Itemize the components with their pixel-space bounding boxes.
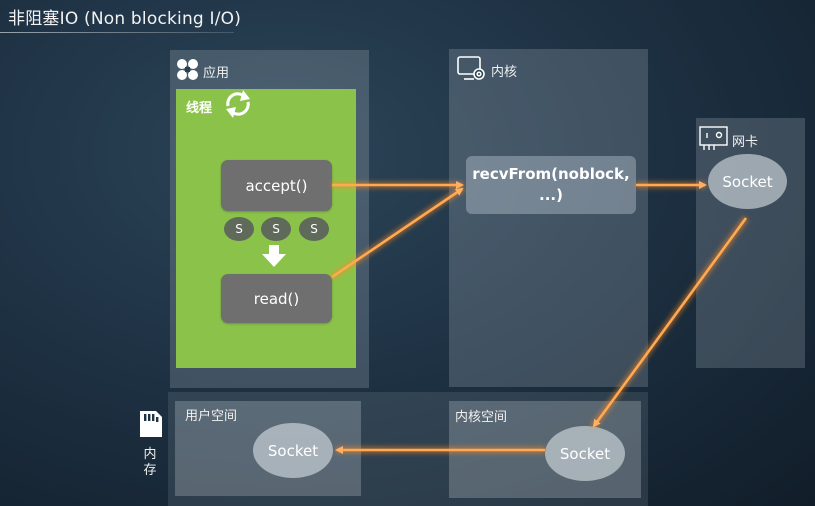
kernel-panel-label: 内核	[491, 65, 518, 80]
memory-label: 内 存	[139, 447, 161, 479]
socket-badge: S	[261, 217, 291, 241]
kernel-space-label: 内核空间	[455, 410, 508, 425]
recvfrom-label: recvFrom(noblock, ...)	[472, 165, 630, 204]
user-space-label: 用户空间	[185, 409, 238, 424]
socket-badge: S	[224, 217, 254, 241]
read-box: read()	[221, 274, 332, 323]
recvfrom-box: recvFrom(noblock, ...)	[466, 156, 636, 214]
accept-box: accept()	[221, 160, 332, 211]
memory-label-top: 内	[143, 447, 157, 462]
title-underline	[0, 32, 234, 33]
user-space-socket: Socket	[253, 423, 333, 478]
nic-socket: Socket	[708, 154, 787, 209]
kernel-space-socket: Socket	[545, 426, 625, 481]
socket-badge: S	[299, 217, 329, 241]
page-title: 非阻塞IO (Non blocking I/O)	[8, 9, 242, 29]
thread-label: 线程	[186, 101, 213, 116]
memory-label-bottom: 存	[143, 463, 157, 478]
nic-panel-label: 网卡	[732, 135, 759, 150]
app-panel-label: 应用	[203, 66, 230, 81]
kernel-panel	[449, 49, 648, 387]
